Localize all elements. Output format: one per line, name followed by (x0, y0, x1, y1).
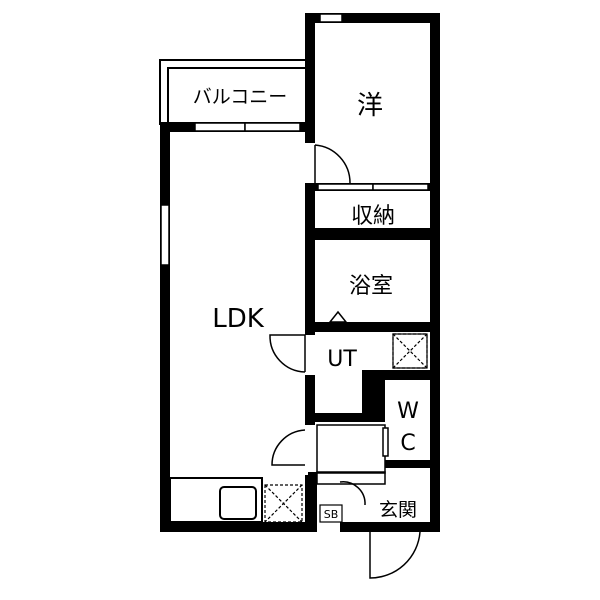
kitchen-counter (169, 477, 263, 523)
room-label-entrance: 玄関 (379, 499, 417, 521)
hallway-cabinet (316, 424, 389, 485)
windows (160, 13, 343, 266)
fridge-space (264, 484, 303, 523)
room-label-bathroom: 浴室 (349, 274, 393, 299)
room-label-storage: 収納 (351, 204, 395, 229)
room-label-balcony: バルコニー (193, 86, 288, 108)
room-label-wc-c: C (400, 431, 415, 456)
room-label-ldk: LDK (212, 304, 265, 334)
shoe-box (319, 504, 343, 523)
room-label-utility: UT (327, 347, 357, 372)
door-swings (269, 144, 421, 579)
closet-doors (317, 183, 429, 191)
bath-door-marker (328, 310, 348, 323)
balcony-outline (159, 59, 305, 125)
room-label-western: 洋 (357, 91, 383, 121)
room-label-shoe-box: SB (324, 508, 339, 521)
room-label-wc-w: W (397, 399, 419, 424)
washer-pan (392, 333, 428, 369)
